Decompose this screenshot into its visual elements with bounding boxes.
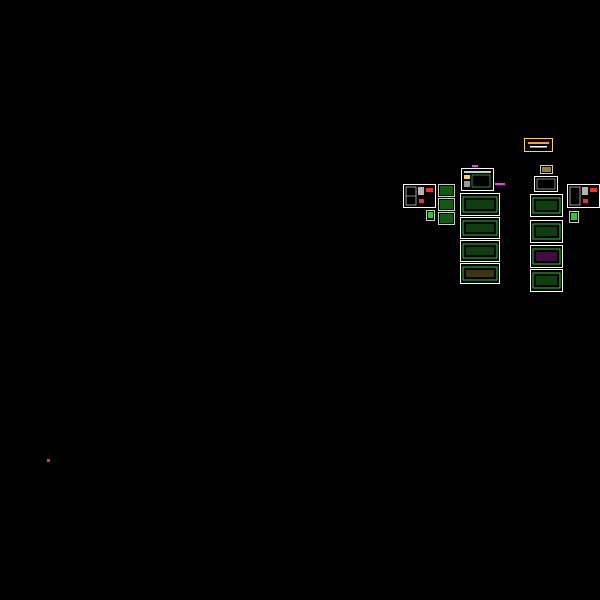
ucs-origin-icon [47, 459, 50, 462]
detail-sheets-column: . [438, 180, 455, 225]
floor-plan-sheets-center [460, 193, 500, 284]
sheet-left-detail [403, 184, 436, 208]
sheet-center-top [461, 165, 505, 191]
sheet-far-right [567, 184, 600, 223]
note-block-left [426, 210, 435, 221]
floor-plan-sheets-right [530, 194, 563, 292]
svg-text:.: . [444, 180, 446, 184]
sheet-right-top [534, 165, 558, 192]
title-banner [524, 138, 553, 152]
